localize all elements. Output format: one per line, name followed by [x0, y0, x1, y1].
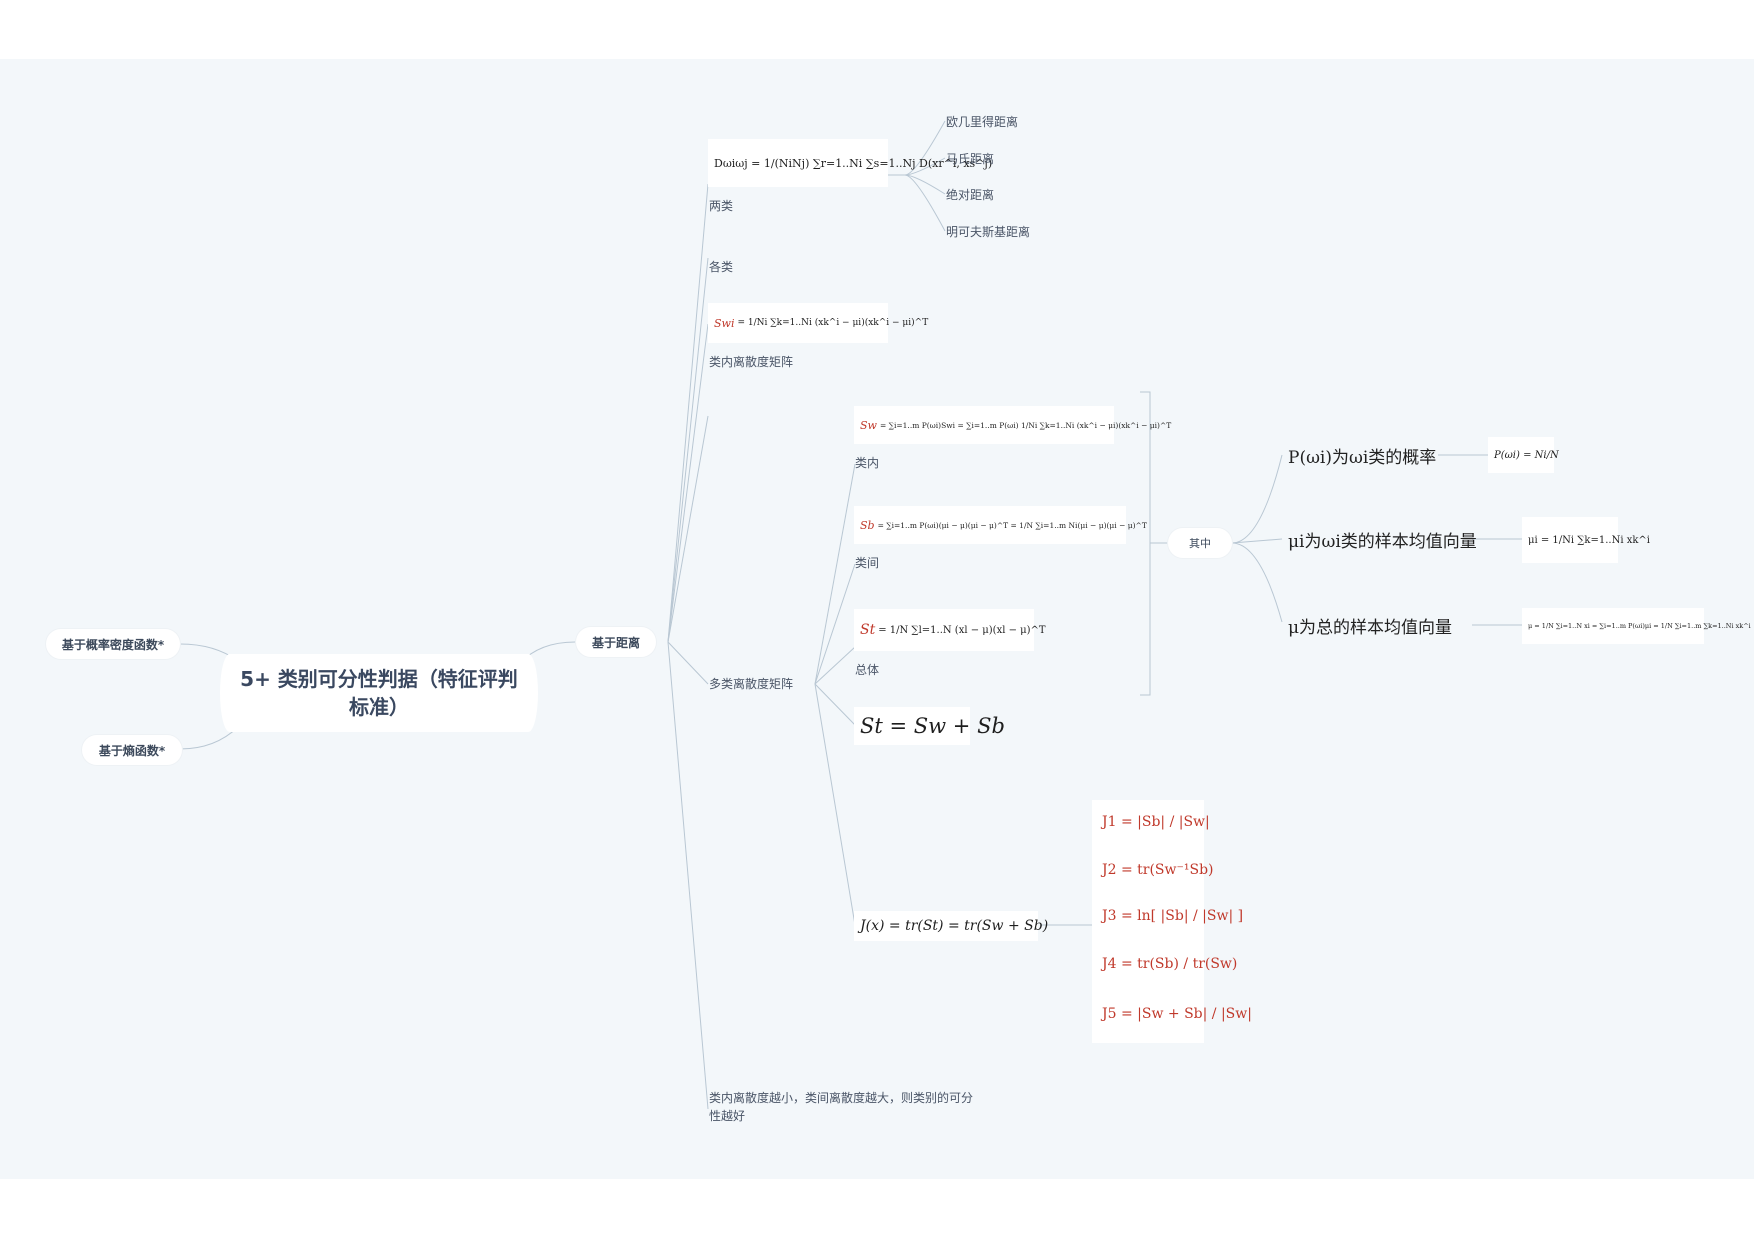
- criterion-j5[interactable]: J5 = |Sw + Sb| / |Sw|: [1102, 1006, 1252, 1022]
- branch-label: 基于距离: [591, 635, 640, 650]
- formula-text: μi = 1/Ni ∑k=1..Ni xk^i: [1528, 534, 1650, 546]
- central-topic-label: 5+ 类别可分性判据（特征评判标准）: [240, 667, 518, 719]
- branch-label: 基于熵函数*: [98, 743, 166, 758]
- criterion-j2[interactable]: J2 = tr(Sw⁻¹Sb): [1102, 862, 1214, 878]
- formula-total-multi[interactable]: St = 1/N ∑l=1..N (xl − μ)(xl − μ)^T: [854, 609, 1046, 651]
- branch-label: 基于概率密度函数*: [61, 637, 165, 652]
- conclusion-text[interactable]: 类内离散度越小，类间离散度越大，则类别的可分性越好: [709, 1091, 974, 1123]
- label-within[interactable]: 类内: [855, 456, 880, 470]
- where-item-total-mean[interactable]: μ为总的样本均值向量: [1288, 618, 1453, 638]
- formula-text: μ = 1/N ∑i=1..N xi = ∑i=1..m P(ωi)μi = 1…: [1528, 622, 1751, 630]
- two-class-distance-formula[interactable]: Dωiωj = 1/(NiNj) ∑r=1..Ni ∑s=1..Nj D(xr^…: [708, 139, 992, 187]
- distance-mahalanobis[interactable]: 马氏距离: [946, 152, 995, 166]
- formula-scatter-identity[interactable]: St = Sw + Sb: [854, 707, 1005, 745]
- criterion-j3[interactable]: J3 = ln[ |Sb| / |Sw| ]: [1102, 908, 1244, 924]
- connector-lines: [160, 120, 1522, 1110]
- label-two-classes[interactable]: 两类: [709, 199, 734, 213]
- formula-text: P(ωi) = Ni/N: [1494, 449, 1559, 461]
- node-where[interactable]: 其中: [1168, 528, 1232, 558]
- formula-text: St = Sw + Sb: [860, 714, 1005, 738]
- central-topic[interactable]: 5+ 类别可分性判据（特征评判标准）: [220, 654, 538, 732]
- branch-entropy[interactable]: 基于熵函数*: [82, 735, 182, 765]
- formula-symbol: Swi: [714, 316, 735, 330]
- mindmap-canvas: 基于概率密度函数* 基于熵函数* 5+ 类别可分性判据（特征评判标准） 基于距离…: [0, 59, 1754, 1179]
- formula-symbol: Sb: [860, 518, 875, 532]
- distance-minkowski[interactable]: 明可夫斯基距离: [946, 225, 1031, 239]
- where-item-probability[interactable]: P(ωi)为ωi类的概率: [1288, 448, 1437, 468]
- formula-text: J(x) = tr(St) = tr(Sw + Sb): [860, 918, 1049, 934]
- branch-probability-density[interactable]: 基于概率密度函数*: [46, 629, 180, 659]
- within-class-scatter-formula[interactable]: Swi = 1/Ni ∑k=1..Ni (xk^i − μi)(xk^i − μ…: [708, 303, 928, 343]
- formula-text: = 1/N ∑l=1..N (xl − μ)(xl − μ)^T: [878, 624, 1046, 636]
- label-each-class[interactable]: 各类: [709, 260, 734, 274]
- criterion-j1[interactable]: J1 = |Sb| / |Sw|: [1102, 814, 1210, 830]
- formula-between-multi[interactable]: Sb = ∑i=1..m P(ωi)(μi − μ)(μi − μ)^T = 1…: [854, 506, 1147, 544]
- distance-absolute[interactable]: 绝对距离: [946, 188, 995, 202]
- label-total[interactable]: 总体: [855, 663, 880, 677]
- node-where-label: 其中: [1189, 537, 1211, 550]
- criterion-j4[interactable]: J4 = tr(Sb) / tr(Sw): [1102, 956, 1238, 972]
- formula-total-mean[interactable]: μ = 1/N ∑i=1..N xi = ∑i=1..m P(ωi)μi = 1…: [1522, 608, 1751, 644]
- where-item-class-mean[interactable]: μi为ωi类的样本均值向量: [1288, 532, 1477, 552]
- formula-class-mean[interactable]: μi = 1/Ni ∑k=1..Ni xk^i: [1522, 517, 1650, 563]
- formula-text: = 1/Ni ∑k=1..Ni (xk^i − μi)(xk^i − μi)^T: [737, 318, 929, 328]
- branch-distance[interactable]: 基于距离: [576, 627, 656, 657]
- formula-symbol: Sw: [860, 418, 877, 432]
- formula-probability[interactable]: P(ωi) = Ni/N: [1488, 437, 1559, 473]
- formula-criterion[interactable]: J(x) = tr(St) = tr(Sw + Sb): [854, 911, 1048, 941]
- label-within-class-scatter[interactable]: 类内离散度矩阵: [709, 355, 794, 369]
- formula-symbol: St: [860, 622, 876, 638]
- distance-euclidean[interactable]: 欧几里得距离: [946, 115, 1019, 129]
- label-multi-class-scatter[interactable]: 多类离散度矩阵: [709, 677, 794, 691]
- label-between[interactable]: 类间: [855, 556, 880, 570]
- criteria-list: J1 = |Sb| / |Sw| J2 = tr(Sw⁻¹Sb) J3 = ln…: [1092, 800, 1252, 1043]
- formula-text: = ∑i=1..m P(ωi)(μi − μ)(μi − μ)^T = 1/N …: [877, 520, 1147, 530]
- formula-text: = ∑i=1..m P(ωi)Swi = ∑i=1..m P(ωi) 1/Ni …: [879, 420, 1172, 430]
- formula-text: Dωiωj = 1/(NiNj) ∑r=1..Ni ∑s=1..Nj D(xr^…: [714, 156, 993, 170]
- formula-within-multi[interactable]: Sw = ∑i=1..m P(ωi)Swi = ∑i=1..m P(ωi) 1/…: [854, 406, 1171, 444]
